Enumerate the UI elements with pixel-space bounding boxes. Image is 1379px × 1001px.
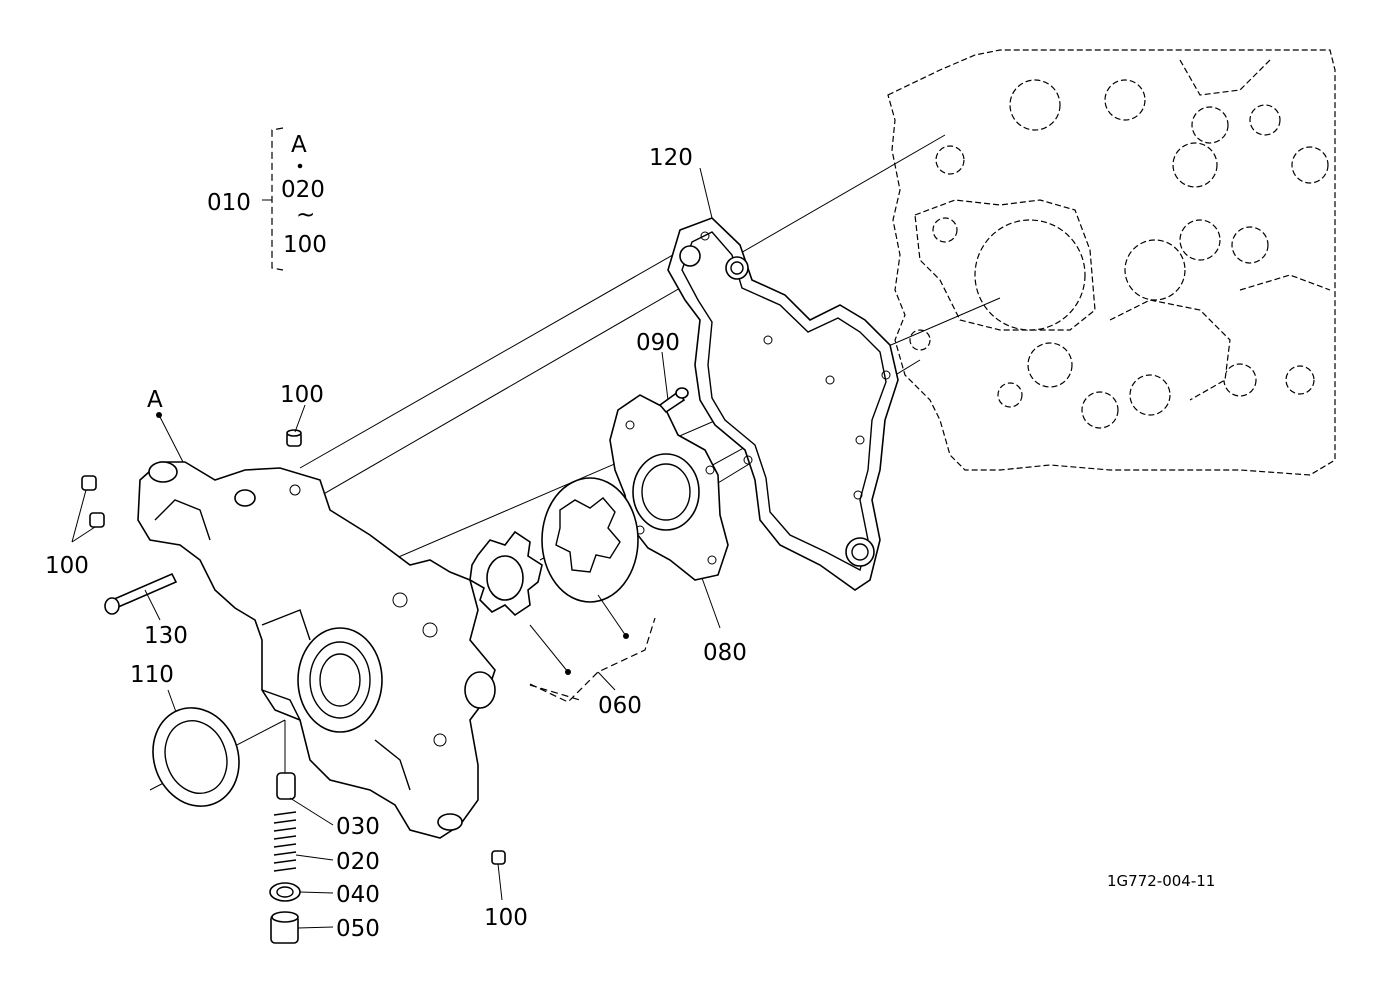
inner-rotor [469,530,543,617]
label-090: 090 [636,330,680,356]
label-010: 010 [207,190,251,216]
legend-bracket [262,127,303,271]
label-100-top: 100 [280,382,324,408]
label-020: 020 [336,849,380,875]
bolt-090 [658,387,689,414]
bolt-130 [104,572,178,615]
plugs-100-left [81,475,105,528]
legend-item-100: 100 [283,232,327,258]
relief-valve [269,772,301,944]
oil-pump-housing [137,461,496,839]
leader-lines [71,167,721,929]
reference-code: 1G772-004-11 [1107,872,1215,890]
pump-cover-080 [609,394,729,581]
label-050: 050 [336,916,380,942]
legend-item-a: A [291,132,307,158]
engine-block [887,49,1336,476]
legend-item-020: 020 [281,177,325,203]
label-060: 060 [598,693,642,719]
legend-item-tilde: ~ [296,202,315,228]
label-040: 040 [336,882,380,908]
label-110: 110 [130,662,174,688]
label-100-left: 100 [45,553,89,579]
label-a: A [147,387,163,413]
label-030: 030 [336,814,380,840]
label-130: 130 [144,623,188,649]
label-100-bottom: 100 [484,905,528,931]
label-120: 120 [649,145,693,171]
labels: 010 A 020 ~ 100 120 090 080 060 100 A 10… [45,132,1215,942]
label-080: 080 [703,640,747,666]
plug-100-top [286,429,302,447]
plug-100-bottom [491,850,506,865]
gasket-120 [667,217,899,591]
outer-rotor [541,477,639,603]
oil-seal-110 [152,707,240,807]
